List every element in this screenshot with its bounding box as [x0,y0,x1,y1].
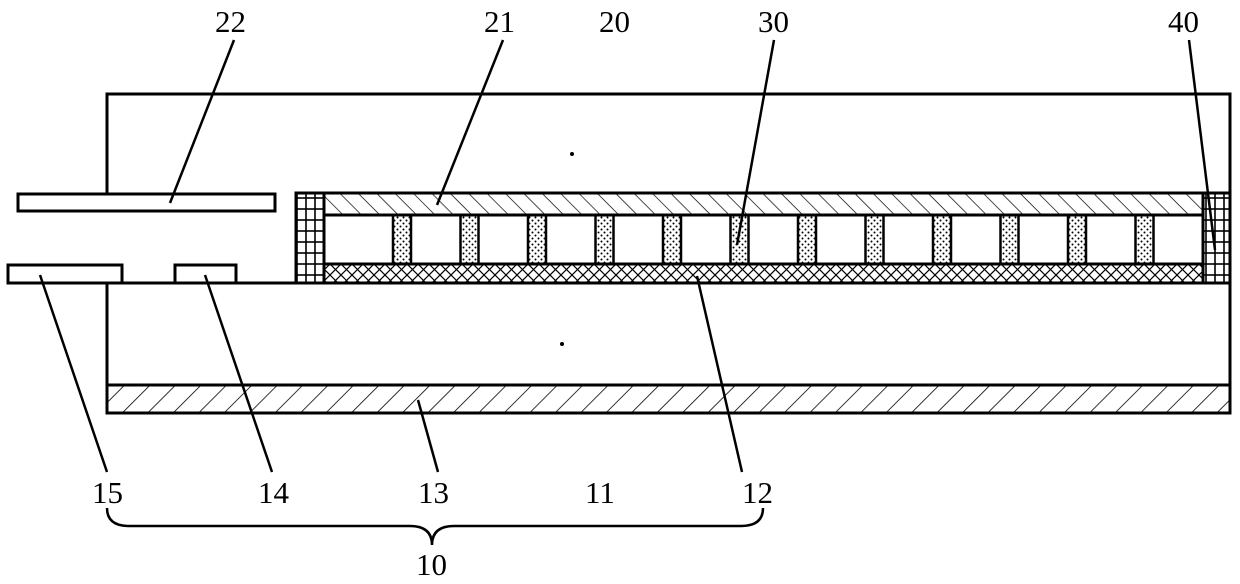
spacer-column [933,215,951,264]
bottom-hatched-layer [107,385,1230,413]
label-13: 13 [418,475,449,510]
label-11: 11 [585,475,615,510]
top-left-pad [18,194,275,211]
label-14: 14 [258,475,290,510]
upper-electrode-layer [324,193,1203,215]
lower-electrode-layer [324,264,1203,283]
label-40: 40 [1168,4,1199,39]
spacer-column [528,215,546,264]
spacer-column [596,215,614,264]
brace-10 [107,508,763,545]
spacer-column [393,215,411,264]
label-15: 15 [92,475,123,510]
spacer-column [798,215,816,264]
label-21: 21 [484,4,515,39]
bottom-left-pad [8,265,122,283]
spacer-column [1001,215,1019,264]
label-30: 30 [758,4,789,39]
label-12: 12 [742,475,773,510]
spacer-column [731,215,749,264]
left-sealant [296,193,324,283]
spacer-column [1068,215,1086,264]
leader-15 [40,275,107,472]
spacer-column [663,215,681,264]
label-10: 10 [416,547,447,582]
label-22: 22 [215,4,246,39]
spacer-column [1136,215,1154,264]
label-20: 20 [599,4,630,39]
spacer-column [866,215,884,264]
right-sealant [1203,193,1230,283]
spacer-column [461,215,479,264]
